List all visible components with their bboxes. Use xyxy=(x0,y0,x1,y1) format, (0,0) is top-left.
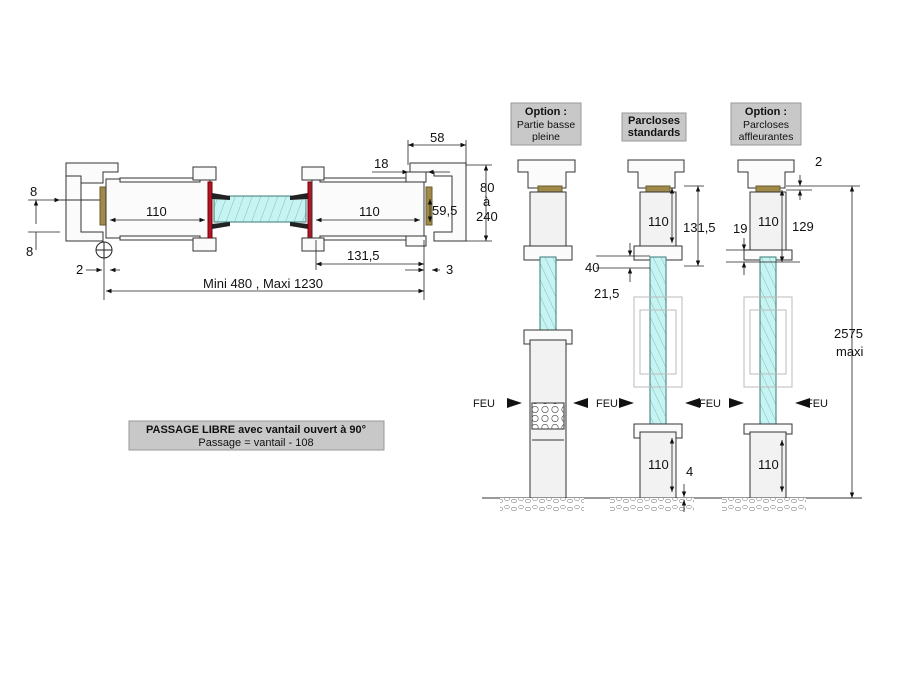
right-leaf-outer xyxy=(311,178,425,239)
dim-2575: 2575 xyxy=(834,326,863,341)
feu-label-1: FEU xyxy=(473,398,495,410)
dim-s3-110-bottom: 110 xyxy=(758,457,779,472)
feu-label-3: FEU xyxy=(699,398,721,410)
section-dimension-labels: 110 131,5 40 21,5 110 4 2 19 110 129 110… xyxy=(585,154,864,479)
svg-text:standards: standards xyxy=(628,127,681,139)
svg-text:Option :: Option : xyxy=(525,106,567,118)
dim-18: 18 xyxy=(374,156,388,171)
feu-label-2: FEU xyxy=(596,398,618,410)
svg-text:pleine: pleine xyxy=(532,131,560,143)
ground xyxy=(482,497,862,512)
dim-110-left: 110 xyxy=(146,204,167,219)
passage-formula: Passage = vantail - 108 xyxy=(198,437,313,449)
option-box-2: Parcloses standards xyxy=(621,112,687,142)
right-gasket xyxy=(307,181,313,239)
left-seal xyxy=(99,186,107,226)
dim-s2-110-top: 110 xyxy=(648,214,669,229)
option-box-1: Option : Partie basse pleine xyxy=(510,102,582,146)
plan-view xyxy=(60,162,467,259)
left-frame-profile xyxy=(65,162,119,242)
left-gasket xyxy=(207,181,213,239)
dim-3: 3 xyxy=(446,262,453,277)
dim-s3-19: 19 xyxy=(733,221,747,236)
dim-110-right: 110 xyxy=(359,204,380,219)
section-1 xyxy=(517,159,576,501)
left-leaf-outer xyxy=(105,178,211,239)
dim-a: à xyxy=(483,194,491,209)
dim-maxi: maxi xyxy=(836,344,864,359)
dim-range: Mini 480 , Maxi 1230 xyxy=(203,276,323,291)
section-3 xyxy=(737,159,795,501)
dim-s3-2: 2 xyxy=(815,154,822,169)
dim-s2-131-5: 131,5 xyxy=(683,220,716,235)
section-dimension-lines xyxy=(596,175,860,512)
dim-8-bottom: 8 xyxy=(26,244,33,259)
dim-8-top: 8 xyxy=(30,184,37,199)
svg-text:affleurantes: affleurantes xyxy=(739,131,794,143)
option-box-3: Option : Parcloses affleurantes xyxy=(730,102,802,146)
dim-s3-110-top: 110 xyxy=(758,214,779,229)
glass-pane-plan xyxy=(213,195,307,223)
svg-text:Partie basse: Partie basse xyxy=(517,119,576,131)
dim-s2-40: 40 xyxy=(585,260,599,275)
passage-libre-box: PASSAGE LIBRE avec vantail ouvert à 90° … xyxy=(128,420,385,451)
dim-131-5: 131,5 xyxy=(347,248,380,263)
dim-s3-129: 129 xyxy=(792,219,814,234)
svg-text:Parcloses: Parcloses xyxy=(628,115,680,127)
section-2 xyxy=(627,159,685,501)
feu-labels: FEU FEU FEU FEU xyxy=(473,398,828,410)
passage-title: PASSAGE LIBRE avec vantail ouvert à 90° xyxy=(146,424,366,436)
feu-label-4: FEU xyxy=(806,398,828,410)
plan-dimension-labels: 58 18 80 à 240 8 8 110 110 59,5 131,5 2 … xyxy=(26,130,498,291)
dim-58: 58 xyxy=(430,130,444,145)
dim-s2-110-bottom: 110 xyxy=(648,457,669,472)
svg-text:Option :: Option : xyxy=(745,106,787,118)
dim-80: 80 xyxy=(480,180,494,195)
dim-2: 2 xyxy=(76,262,83,277)
feu-arrows xyxy=(507,398,810,408)
dim-240: 240 xyxy=(476,209,498,224)
dim-s2-21-5: 21,5 xyxy=(594,286,619,301)
right-frame-profile xyxy=(409,162,467,242)
dim-s2-4: 4 xyxy=(686,464,693,479)
plan-dimensions xyxy=(28,140,492,300)
svg-text:Parcloses: Parcloses xyxy=(743,119,789,131)
dim-59-5: 59,5 xyxy=(432,203,457,218)
